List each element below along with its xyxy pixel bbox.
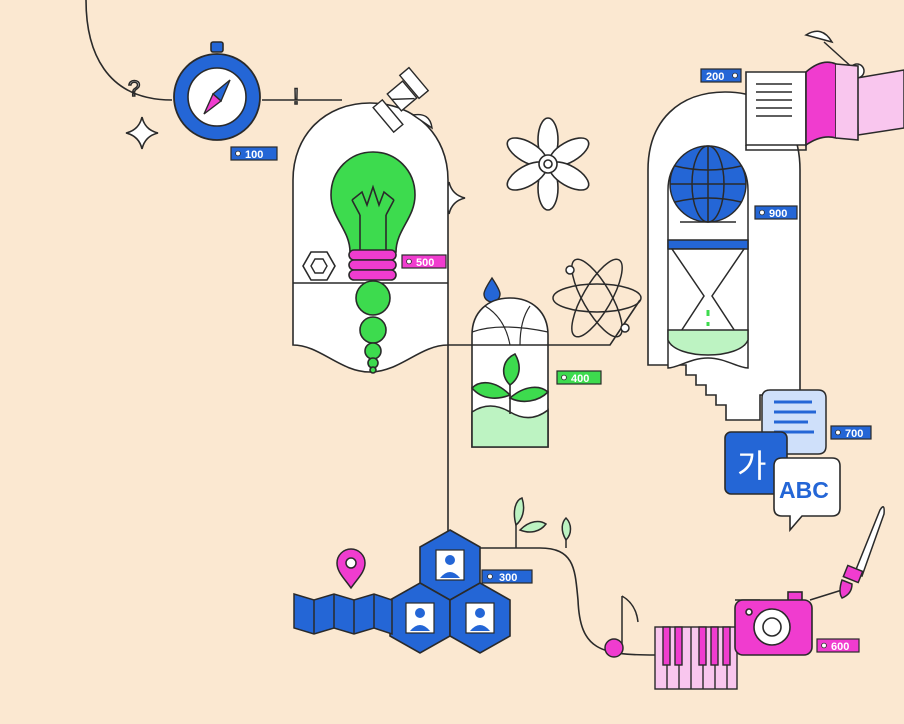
tag-400-label: 400	[571, 373, 589, 385]
seedling-capsule	[470, 297, 550, 448]
tag-300-label: 300	[499, 572, 517, 584]
map-icon	[293, 592, 393, 636]
satellite-icon	[372, 66, 433, 134]
tag-900-label: 900	[769, 208, 787, 220]
tag-700-label: 700	[845, 428, 863, 440]
compass-icon	[173, 41, 261, 141]
hex-nut-icon	[302, 251, 336, 281]
atom-icon	[552, 258, 642, 338]
location-pin-icon	[336, 548, 366, 590]
user-hex-cluster	[389, 529, 511, 654]
lightbulb-icon	[330, 151, 416, 374]
user-icon	[419, 529, 481, 601]
tag-500-label: 500	[416, 257, 434, 269]
tag-600: 600	[816, 638, 860, 653]
tag-300: 300	[481, 569, 533, 584]
latin-glyph: ABC	[779, 477, 829, 503]
exclamation-mark: !	[293, 84, 299, 109]
book-icon	[745, 61, 859, 151]
tag-100-label: 100	[245, 149, 263, 161]
lamp-arm	[856, 69, 904, 136]
music-note-icon	[604, 595, 639, 658]
tag-100: 100	[230, 146, 278, 161]
tag-500: 500	[401, 254, 447, 269]
flower-icon	[506, 117, 590, 211]
water-drop-icon	[483, 276, 501, 303]
sparkle-icon	[125, 116, 159, 150]
leaf-icon	[513, 497, 572, 548]
tag-700: 700	[830, 425, 872, 440]
tag-200: 200	[700, 68, 742, 83]
question-mark: ?	[128, 76, 140, 101]
tag-900: 900	[754, 205, 798, 220]
user-icon	[449, 582, 511, 654]
tag-400: 400	[556, 370, 602, 385]
speech-bubble-icon: 가 ABC	[724, 431, 841, 533]
piano-icon	[654, 626, 738, 690]
camera-icon	[734, 591, 813, 656]
hourglass-icon	[667, 239, 749, 356]
tag-600-label: 600	[831, 641, 849, 653]
tag-200-label: 200	[706, 71, 724, 83]
korean-glyph: 가	[737, 447, 766, 485]
globe-icon	[669, 145, 747, 223]
paintbrush-icon	[839, 506, 885, 599]
